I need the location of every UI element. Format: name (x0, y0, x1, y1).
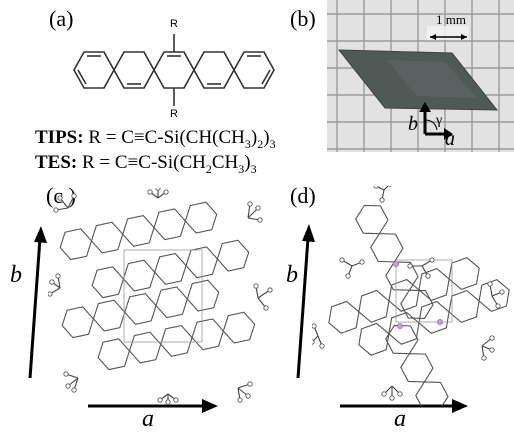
panel-d-crystal-packing (312, 186, 512, 406)
panel-c-crystal-packing (48, 188, 280, 404)
panel-c-axis-b: b (10, 262, 22, 289)
panel-d-axis-b: b (286, 262, 298, 289)
